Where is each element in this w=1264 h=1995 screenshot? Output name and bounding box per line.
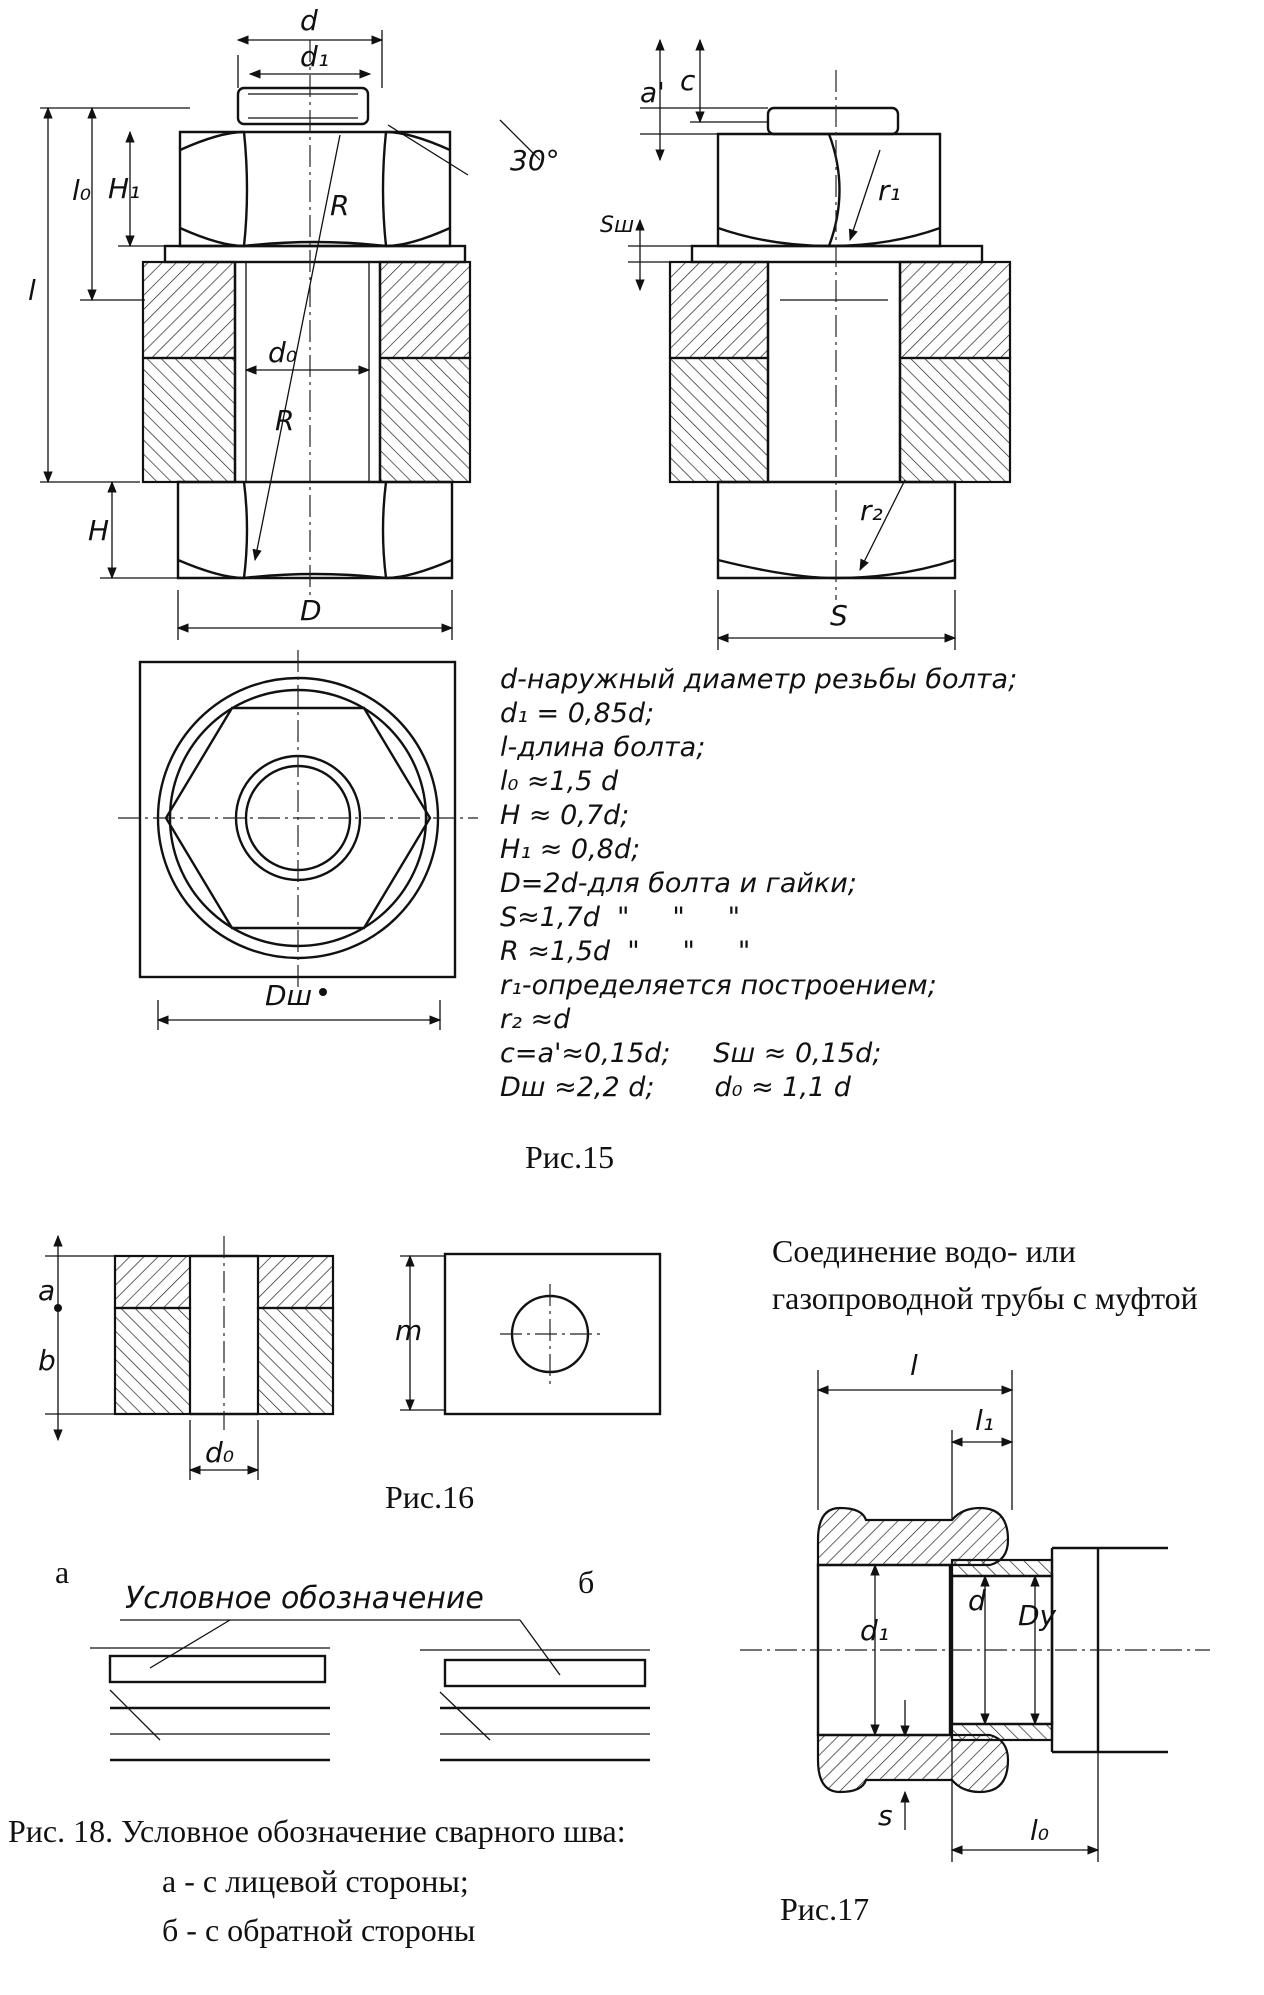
label-b: b <box>38 1344 56 1377</box>
label-S-sh: Sш <box>600 213 634 238</box>
label-r2: r₂ <box>860 494 883 527</box>
fig18-caption-line1: Рис. 18. Условное обозначение сварного ш… <box>8 1813 626 1849</box>
note-line-5: H ≈ 0,7d; <box>500 800 629 831</box>
note-line-9: R ≈1,5d " " " <box>500 936 750 967</box>
fig15-front-view <box>40 30 541 640</box>
label-D: D <box>300 594 322 627</box>
note-line-6: H₁ ≈ 0,8d; <box>500 834 640 865</box>
note-line-13: Dш ≈2,2 d; d₀ ≈ 1,1 d <box>500 1072 852 1103</box>
label-d1: d₁ <box>300 40 329 73</box>
label-m: m <box>395 1314 422 1347</box>
label-Dy-fig17: Dу <box>1018 1599 1057 1632</box>
note-line-3: l-длина болта; <box>500 732 705 763</box>
fig16-plan-view <box>400 1252 662 1416</box>
fig15-top-view <box>118 650 478 1030</box>
fig18-weld-a <box>90 1619 330 1762</box>
note-line-12: c=a'≈0,15d; Sш ≈ 0,15d; <box>500 1038 881 1069</box>
label-l: l <box>28 274 36 307</box>
note-line-10: r₁-определяется построением; <box>500 970 937 1001</box>
fig17-labels: l l₁ d₁ d Dу s l₀ <box>860 1349 1057 1847</box>
label-d0-fig16: d₀ <box>205 1436 234 1469</box>
label-d-fig17: d <box>968 1584 986 1617</box>
label-l-fig17: l <box>910 1349 918 1382</box>
fig16-caption: Рис.16 <box>385 1479 474 1515</box>
label-d: d <box>300 4 318 37</box>
fig18-caption-line3: б - с обратной стороны <box>162 1912 475 1948</box>
label-H: H <box>88 514 109 547</box>
label-a-prime: a' <box>640 76 665 109</box>
fig17-title-line1: Соединение водо- или <box>772 1233 1076 1269</box>
label-d1-fig17: d₁ <box>860 1614 889 1647</box>
fig18-weld-b <box>420 1619 650 1762</box>
label-l0: l₀ <box>72 174 91 207</box>
fig17-caption: Рис.17 <box>780 1891 869 1927</box>
fig17-title-line2: газопроводной трубы с муфтой <box>772 1280 1198 1316</box>
label-d0: d₀ <box>268 336 297 369</box>
note-line-8: S≈1,7d " " " <box>500 902 740 933</box>
note-line-11: r₂ ≈d <box>500 1004 571 1035</box>
fig16-section-view <box>45 1234 335 1480</box>
label-angle: 30° <box>510 144 560 177</box>
label-c: c <box>680 64 696 97</box>
fig17-coupling <box>740 1370 1210 1862</box>
fig15-caption: Рис.15 <box>525 1139 614 1175</box>
fig18-heading: Условное обозначение <box>125 1581 484 1616</box>
label-S: S <box>830 599 848 632</box>
fig15-labels: d d₁ l l₀ H₁ H d₀ R R D 30° a' c Sш r₁ r… <box>28 4 901 1012</box>
fig18-label-b: б <box>578 1564 594 1600</box>
fig18-label-a: а <box>55 1554 69 1590</box>
label-R-lower: R <box>275 404 294 437</box>
note-line-7: D=2d-для болта и гайки; <box>500 868 857 899</box>
label-r1: r₁ <box>878 174 901 207</box>
label-a: a <box>38 1274 55 1307</box>
fig18-caption-line2: а - с лицевой стороны; <box>162 1863 469 1899</box>
label-l0-fig17: l₀ <box>1030 1814 1049 1847</box>
label-l1-fig17: l₁ <box>975 1404 994 1437</box>
label-D-sh: Dш <box>265 979 312 1012</box>
label-s-fig17: s <box>878 1799 893 1832</box>
note-line-2: d₁ = 0,85d; <box>500 698 654 729</box>
label-H1: H₁ <box>108 172 140 205</box>
label-R-upper: R <box>330 189 349 222</box>
fig15-notes: d-наружный диаметр резьбы болта; d₁ = 0,… <box>500 664 1017 1103</box>
fig16-labels: a b d₀ m <box>38 1274 422 1469</box>
note-line-4: l₀ ≈1,5 d <box>500 766 619 797</box>
fig15-side-view <box>628 38 1012 650</box>
note-line-1: d-наружный диаметр резьбы болта; <box>500 664 1017 695</box>
